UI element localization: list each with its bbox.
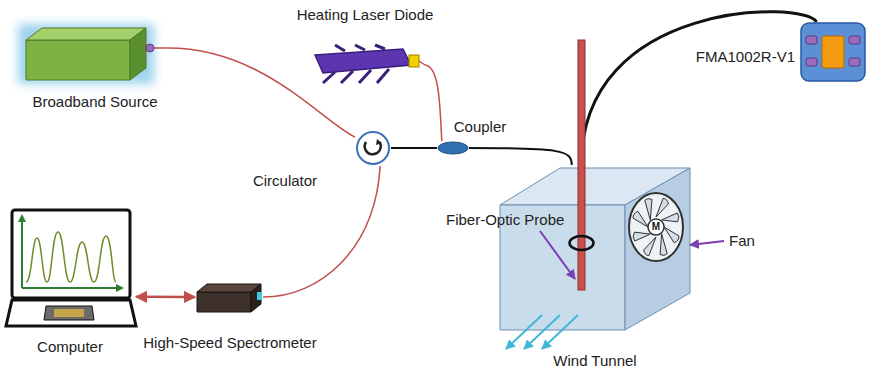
button bbox=[849, 58, 860, 66]
fiber-coupler: Coupler bbox=[437, 141, 469, 155]
probe-ring bbox=[570, 236, 594, 250]
part-label: Fan bbox=[729, 232, 755, 249]
leg bbox=[359, 70, 371, 83]
laptop-base bbox=[6, 300, 136, 326]
airflow-arrow bbox=[542, 315, 578, 349]
device-label: Computer bbox=[37, 338, 103, 355]
circulator-arrowhead bbox=[376, 139, 382, 145]
waveform bbox=[26, 232, 116, 282]
device-icon bbox=[6, 208, 136, 328]
pigtail bbox=[419, 61, 425, 65]
port bbox=[146, 44, 154, 52]
touchpad bbox=[44, 306, 94, 320]
fan-blade bbox=[660, 234, 667, 255]
fan-blade bbox=[664, 227, 679, 243]
device-screen bbox=[822, 36, 844, 68]
device-label: Heating Laser Diode bbox=[297, 6, 434, 23]
coupler-body bbox=[438, 142, 468, 154]
circulator-symbol: Circulator bbox=[355, 130, 391, 166]
device-icon bbox=[305, 45, 425, 85]
leg bbox=[375, 45, 385, 49]
device-body bbox=[801, 23, 865, 81]
fiber-connector bbox=[391, 147, 437, 149]
diode-body bbox=[315, 49, 411, 73]
fan-blade bbox=[633, 211, 648, 227]
axis bbox=[22, 287, 120, 289]
fan-blade bbox=[656, 198, 668, 217]
fan-ring bbox=[629, 193, 683, 261]
leg bbox=[335, 45, 345, 51]
diode-window bbox=[409, 55, 419, 67]
fiber-connector bbox=[136, 296, 195, 299]
box-side bbox=[251, 284, 261, 312]
wind-tunnel: Wind Tunnel bbox=[498, 165, 692, 335]
box-top bbox=[26, 28, 146, 40]
flow-meter: FMA1002R-V1 bbox=[800, 22, 866, 82]
glow bbox=[18, 24, 154, 84]
laser-diode: Heating Laser Diode bbox=[305, 45, 425, 85]
fiber-connector bbox=[581, 12, 816, 165]
device-icon bbox=[195, 280, 263, 314]
button bbox=[849, 36, 860, 44]
device-label: Broadband Source bbox=[32, 93, 157, 110]
device-label: High-Speed Spectrometer bbox=[143, 334, 316, 351]
device-icon bbox=[355, 130, 391, 166]
box-front bbox=[197, 292, 251, 312]
airflow-arrow bbox=[506, 315, 542, 349]
pointer-arrow bbox=[690, 241, 724, 245]
device-icon bbox=[437, 141, 469, 155]
fiber-connector bbox=[425, 65, 442, 141]
box-top bbox=[197, 284, 261, 292]
leg bbox=[323, 72, 335, 83]
tunnel-side bbox=[625, 168, 690, 330]
device-icon bbox=[498, 165, 692, 335]
box-front bbox=[26, 40, 130, 80]
touchpad-inner bbox=[54, 309, 84, 317]
device-label: Coupler bbox=[454, 118, 507, 135]
fan-blade bbox=[644, 237, 656, 256]
leg bbox=[341, 71, 353, 83]
box-side bbox=[130, 28, 146, 80]
axis-head bbox=[18, 214, 124, 292]
light-source: Broadband Source bbox=[12, 18, 162, 88]
button bbox=[806, 36, 817, 44]
spectrometer: High-Speed Spectrometer bbox=[195, 280, 263, 314]
probe-rod bbox=[578, 40, 585, 290]
port bbox=[257, 292, 262, 300]
device-icon bbox=[800, 22, 866, 82]
fan-blade bbox=[662, 213, 679, 222]
device-icon bbox=[12, 18, 162, 88]
part-label: Fiber-Optic Probe bbox=[446, 211, 564, 228]
pointer-arrow bbox=[540, 231, 575, 279]
device-label: FMA1002R-V1 bbox=[696, 48, 795, 65]
laptop-screen bbox=[12, 210, 130, 298]
motor-symbol-letter: M bbox=[652, 221, 660, 233]
leg bbox=[355, 45, 365, 50]
device-label: Wind Tunnel bbox=[553, 352, 636, 369]
fan-blades bbox=[633, 198, 679, 255]
leg bbox=[377, 69, 389, 83]
fan-blade bbox=[645, 199, 652, 220]
device-label: Circulator bbox=[253, 172, 317, 189]
fiber-connector bbox=[469, 148, 572, 165]
fan-motor bbox=[648, 219, 664, 235]
axis bbox=[21, 218, 23, 288]
fan-blade bbox=[633, 232, 650, 241]
circulator-ring bbox=[357, 132, 389, 164]
airflow-arrow bbox=[524, 315, 560, 349]
button bbox=[806, 58, 817, 66]
laptop: Computer bbox=[6, 208, 136, 328]
